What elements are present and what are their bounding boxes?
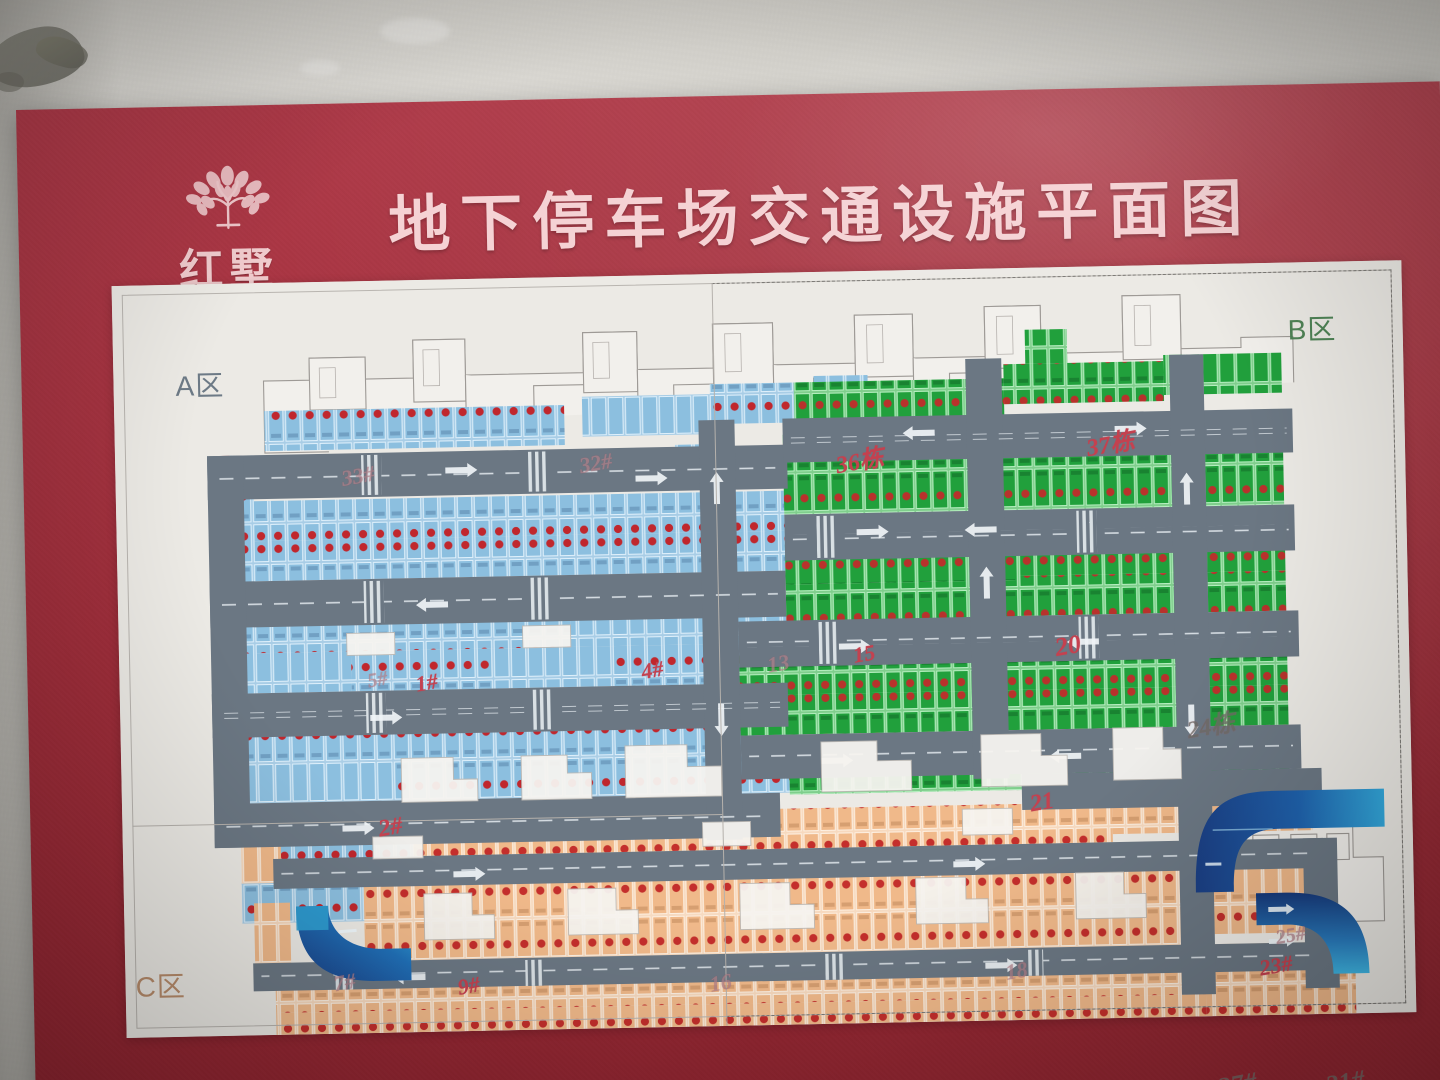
ramp-northeast — [1195, 788, 1385, 893]
page-title: 地下停车场交通设施平面图 — [387, 174, 1253, 261]
crosswalks — [335, 451, 1100, 990]
zone-label-a: A区 — [175, 369, 225, 402]
annotation-number-21: 21 — [1027, 787, 1057, 818]
zone-label-c: C区 — [135, 970, 187, 1003]
equipment-rooms — [346, 624, 1183, 941]
signage-board: 尚品 红墅 地下停车场交通设施平面图 — [16, 81, 1440, 1080]
ramp-southeast — [1255, 892, 1370, 974]
brand-logo: 尚品 红墅 — [157, 152, 300, 306]
zone-label-b: B区 — [1287, 313, 1337, 346]
annotation-number-18: 18 — [1003, 956, 1030, 985]
annotation-number-4: 4# — [639, 655, 666, 685]
annotation-number-7: 7# — [331, 967, 358, 997]
annotation-number-15: 15 — [850, 639, 878, 668]
parking-plan-svg — [111, 260, 1417, 1038]
annotation-number-1: 1# — [413, 668, 440, 697]
wall-scuff — [300, 60, 340, 76]
annotation-number-9: 9# — [455, 971, 482, 1000]
annotation-number-16: 16 — [707, 968, 734, 997]
annotation-number-2: 2# — [376, 812, 405, 843]
panel-border — [121, 269, 1407, 1029]
tree-icon — [186, 165, 270, 229]
annotation-number-20: 20 — [1052, 628, 1084, 663]
parking-plan-drawing — [111, 260, 1417, 1038]
ramps — [296, 788, 1385, 981]
annotation-number-5: 5# — [365, 667, 390, 693]
wall-paint-chip — [0, 72, 24, 92]
wall-scuff — [380, 18, 450, 44]
annotation-number-13: 13 — [765, 649, 792, 678]
